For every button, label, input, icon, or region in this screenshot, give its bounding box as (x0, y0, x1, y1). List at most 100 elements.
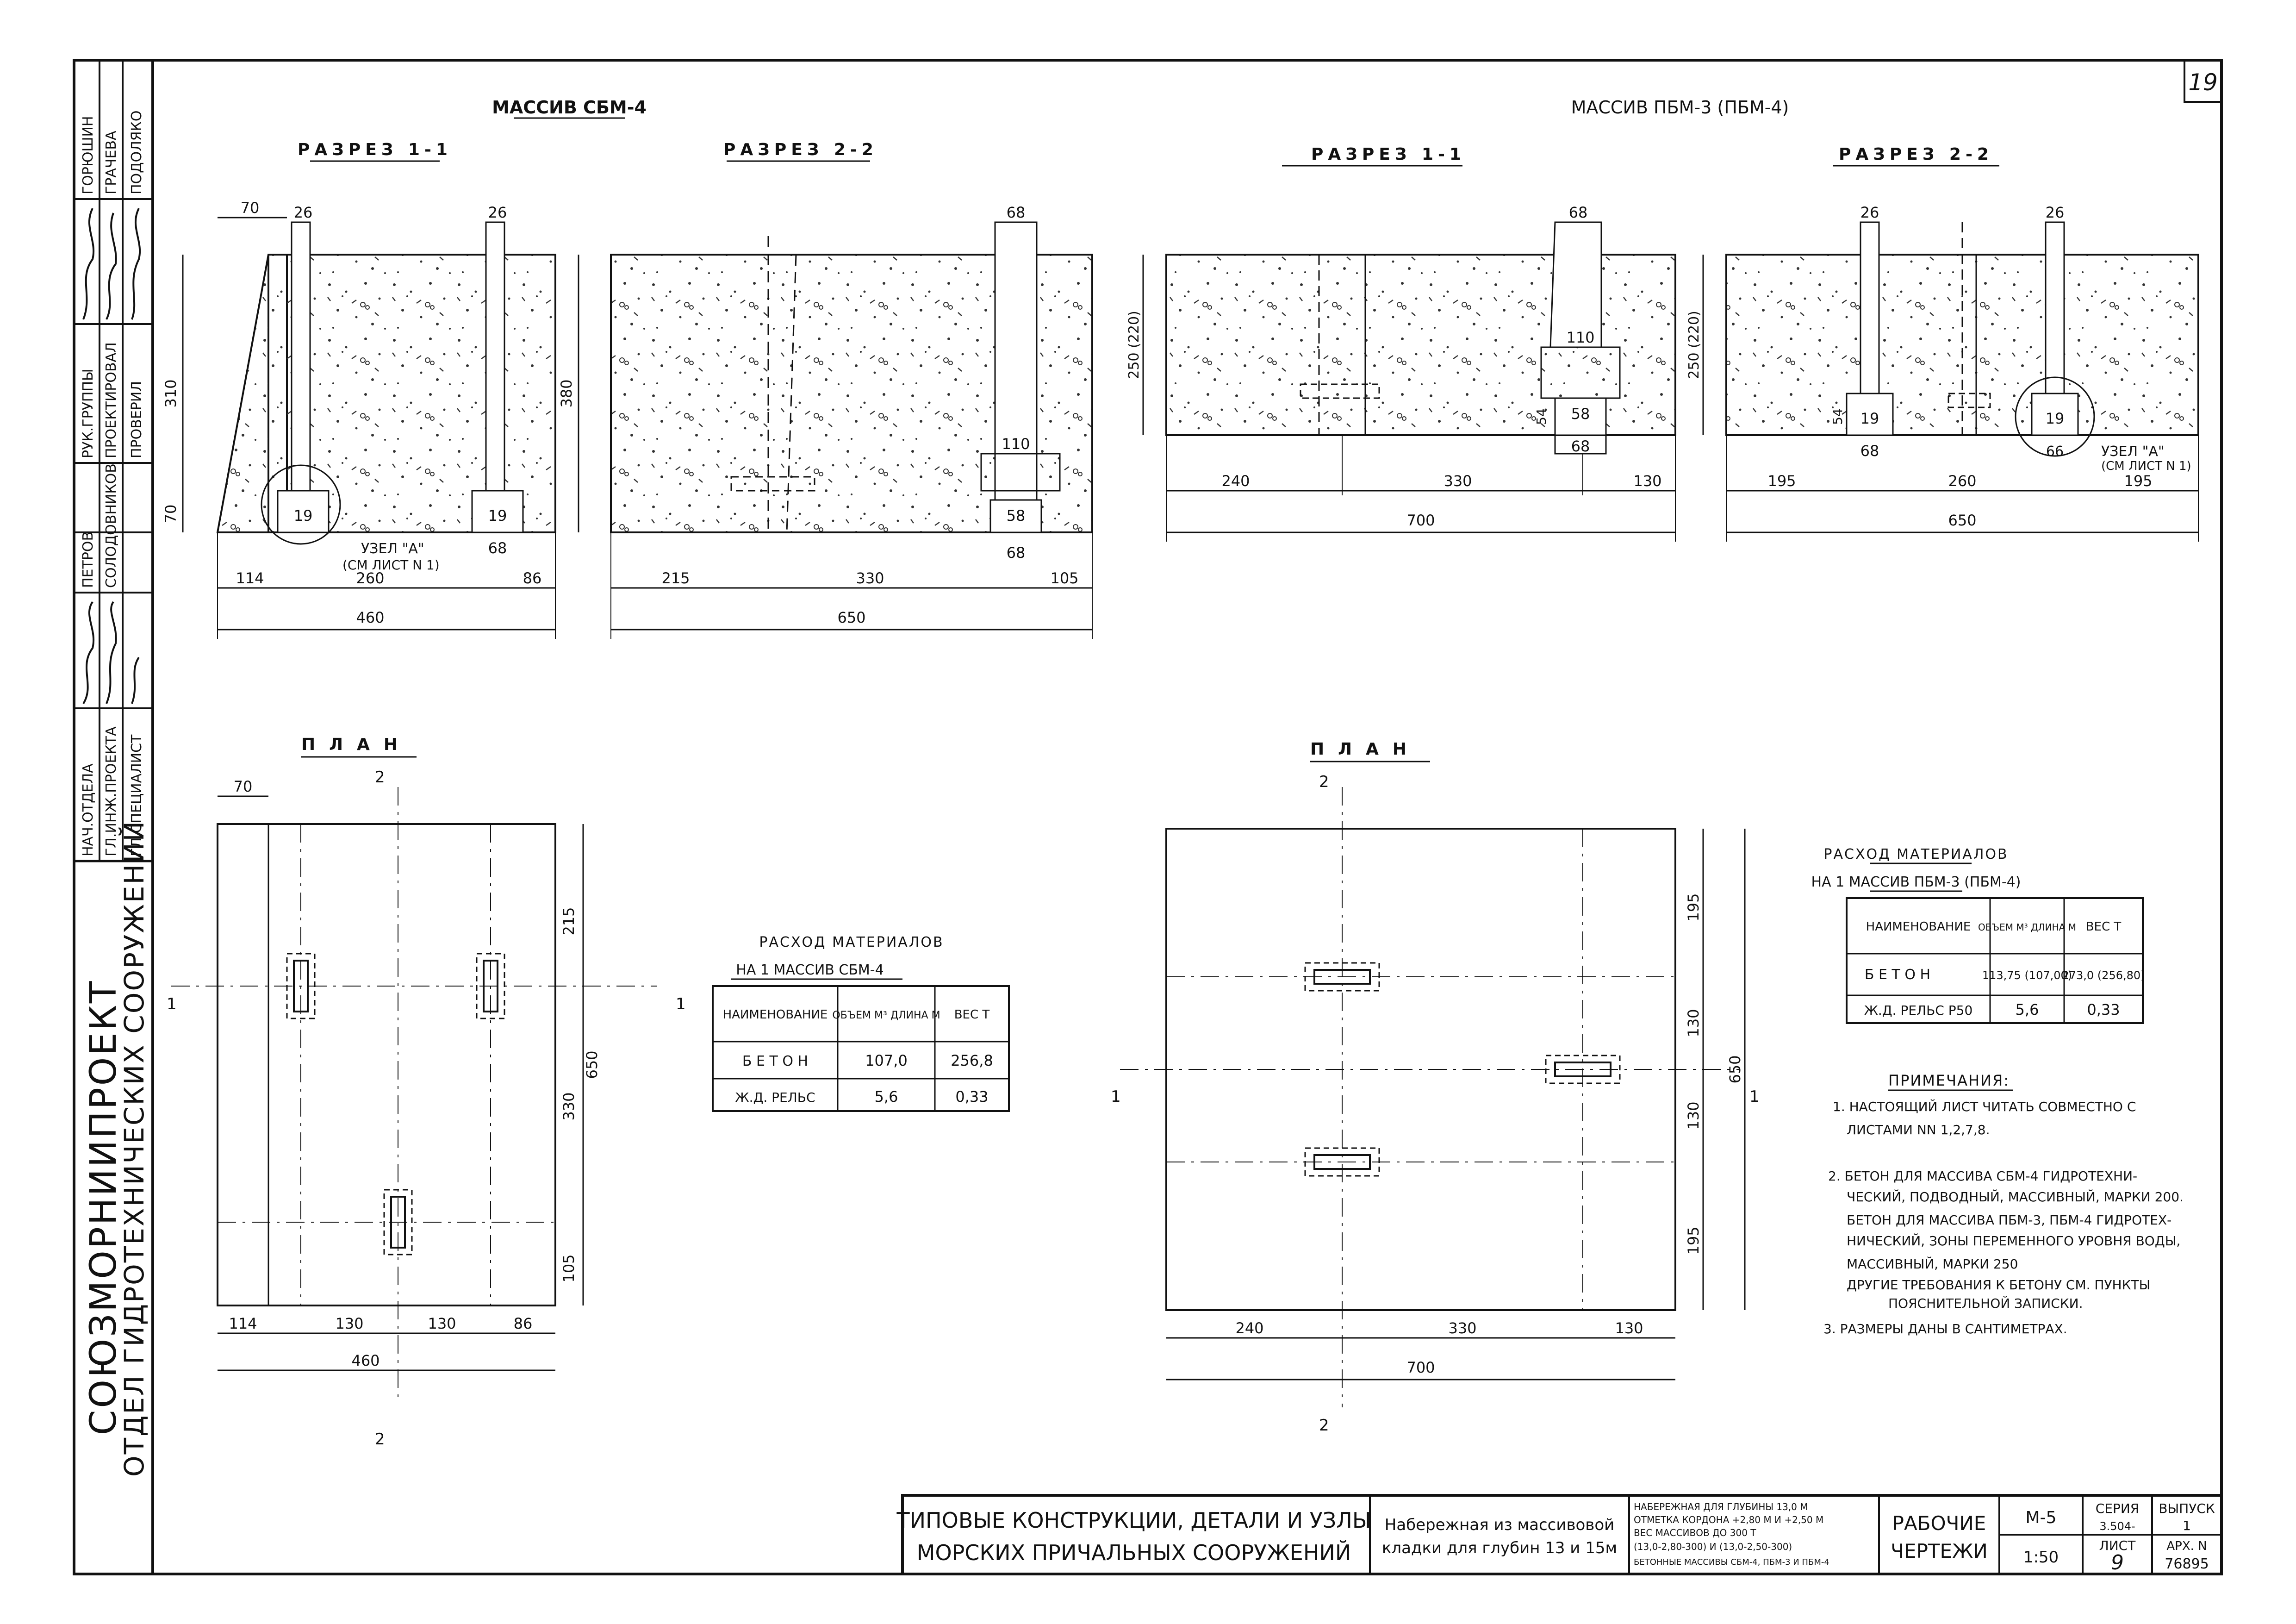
svg-text:86: 86 (523, 569, 542, 587)
svg-text:650: 650 (583, 1050, 601, 1079)
svg-text:380: 380 (558, 379, 575, 407)
svg-text:Б Е Т О Н: Б Е Т О Н (1865, 967, 1930, 983)
pbm-cut-2-top: 2 (1319, 773, 1329, 791)
pbm-cut-1-left: 1 (1111, 1087, 1121, 1106)
name-petrov: ПЕТРОВ (80, 531, 96, 588)
svg-text:ПЛАН: ПЛАН (1310, 740, 1420, 759)
svg-text:РАСХОД МАТЕРИАЛОВ: РАСХОД МАТЕРИАЛОВ (1823, 846, 2008, 862)
svg-text:ПРИМЕЧАНИЯ:: ПРИМЕЧАНИЯ: (1888, 1072, 2010, 1089)
title-stage-1: РАБОЧИЕ (1892, 1512, 1986, 1535)
svg-text:9: 9 (2111, 1551, 2124, 1574)
svg-text:330: 330 (1444, 472, 1472, 490)
org-dept: ОТДЕЛ ГИДРОТЕХНИЧЕСКИХ СООРУЖЕНИЙ (118, 820, 150, 1477)
svg-text:Ж.Д. РЕЛЬС: Ж.Д. РЕЛЬС (735, 1090, 815, 1105)
svg-text:70: 70 (234, 778, 253, 795)
svg-text:БЕТОННЫЕ МАССИВЫ СБМ-4, ПБМ-3: БЕТОННЫЕ МАССИВЫ СБМ-4, ПБМ-3 И ПБМ-4 (1634, 1557, 1829, 1567)
svg-text:1: 1 (2183, 1518, 2191, 1533)
svg-text:РАЗРЕЗ 1-1: РАЗРЕЗ 1-1 (1311, 145, 1466, 164)
svg-text:250 (220): 250 (220) (1686, 311, 1702, 379)
svg-text:НАИМЕНОВАНИЕ: НАИМЕНОВАНИЕ (1866, 920, 1971, 934)
svg-text:460: 460 (351, 1352, 380, 1369)
sheet-number-box (2184, 59, 2222, 103)
svg-text:МАССИВНЫЙ, МАРКИ 250: МАССИВНЫЙ, МАРКИ 250 (1847, 1256, 2018, 1272)
svg-text:ВЕС МАССИВОВ ДО 300 Т: ВЕС МАССИВОВ ДО 300 Т (1634, 1527, 1756, 1538)
svg-text:700: 700 (1406, 512, 1435, 529)
svg-text:113,75 (107,00): 113,75 (107,00) (1982, 969, 2072, 982)
svg-text:70: 70 (241, 199, 260, 217)
svg-text:310: 310 (162, 379, 180, 407)
sbm-cut-2-top: 2 (375, 768, 385, 787)
svg-text:195: 195 (2124, 472, 2152, 490)
svg-text:68: 68 (1007, 204, 1026, 221)
table-sbm: РАСХОД МАТЕРИАЛОВ НА 1 МАССИВ СБМ-4 НАИМ… (712, 934, 1010, 1112)
title-scale: 1:50 (2023, 1548, 2059, 1567)
svg-text:2. БЕТОН ДЛЯ МАССИВА СБМ-4 ГИД: 2. БЕТОН ДЛЯ МАССИВА СБМ-4 ГИДРОТЕХНИ- (1828, 1168, 2137, 1184)
svg-text:105: 105 (1050, 569, 1078, 587)
svg-text:110: 110 (1566, 329, 1594, 346)
svg-text:26: 26 (1860, 204, 1879, 221)
svg-text:700: 700 (1406, 1359, 1435, 1376)
svg-text:68: 68 (1860, 442, 1879, 460)
svg-text:130: 130 (428, 1315, 456, 1332)
svg-text:130: 130 (1633, 472, 1661, 490)
role-group-lead: РУК.ГРУППЫ (80, 369, 96, 458)
title-stage-2: ЧЕРТЕЖИ (1891, 1540, 1988, 1562)
pbm-plan: ПЛАН 195 130 130 195 650 240 330 130 700… (1111, 740, 1760, 1435)
svg-text:130: 130 (1615, 1319, 1643, 1337)
signature-3 (131, 208, 141, 320)
svg-text:НИЧЕСКИЙ, ЗОНЫ ПЕРЕМЕННОГО УРО: НИЧЕСКИЙ, ЗОНЫ ПЕРЕМЕННОГО УРОВНЯ ВОДЫ, (1847, 1233, 2180, 1249)
svg-text:240: 240 (1235, 1319, 1263, 1337)
svg-text:68: 68 (1007, 544, 1026, 562)
svg-text:19: 19 (2046, 410, 2065, 427)
sbm-sec22-title: РАЗРЕЗ 2-2 (723, 140, 878, 159)
pbm-node-ref: (СМ ЛИСТ N 1) (2101, 459, 2191, 473)
name-goryushin: ГОРЮШИН (80, 116, 96, 194)
svg-text:БЕТОН ДЛЯ МАССИВА ПБМ-3, ПБМ-4: БЕТОН ДЛЯ МАССИВА ПБМ-3, ПБМ-4 ГИДРОТЕХ- (1847, 1212, 2172, 1228)
svg-text:ВЫПУСК: ВЫПУСК (2159, 1501, 2215, 1516)
name-solodovnikov: СОЛОДОВНИКОВ (103, 463, 119, 588)
signature-1 (82, 208, 95, 320)
svg-text:250 (220): 250 (220) (1126, 311, 1142, 379)
svg-text:215: 215 (661, 569, 690, 587)
sheet-number: 19 (2188, 69, 2218, 96)
svg-text:НАБЕРЕЖНАЯ ДЛЯ ГЛУБИНЫ 13,0 М: НАБЕРЕЖНАЯ ДЛЯ ГЛУБИНЫ 13,0 М (1634, 1501, 1808, 1512)
signature-block: НАЧ.ОТДЕЛА ГЛ.ИНЖ.ПРОЕКТА ГЛ.СПЕЦИАЛИСТ … (74, 60, 153, 1477)
svg-text:86: 86 (514, 1315, 533, 1332)
sbm-plan-title: ПЛАН (301, 735, 411, 754)
svg-text:195: 195 (1685, 1226, 1702, 1255)
sbm-node-label: УЗЕЛ "А" (361, 541, 424, 557)
svg-text:330: 330 (1448, 1319, 1476, 1337)
svg-text:330: 330 (560, 1092, 578, 1120)
svg-text:260: 260 (356, 569, 384, 587)
svg-text:130: 130 (1685, 1009, 1702, 1037)
sbm-plan: ПЛАН 70 215 330 105 650 114 130 130 86 4… (167, 735, 686, 1449)
svg-text:НА 1 МАССИВ ПБМ-3 (ПБМ-4): НА 1 МАССИВ ПБМ-3 (ПБМ-4) (1811, 874, 2021, 890)
svg-text:ОБЪЕМ М³ ДЛИНА М: ОБЪЕМ М³ ДЛИНА М (1978, 922, 2076, 933)
svg-text:195: 195 (1685, 893, 1702, 921)
svg-text:215: 215 (560, 907, 578, 935)
svg-text:(13,0-2,80-300) И (13,0-2,50-3: (13,0-2,80-300) И (13,0-2,50-300) (1634, 1541, 1792, 1552)
svg-text:26: 26 (294, 204, 313, 221)
svg-text:РАЗРЕЗ 2-2: РАЗРЕЗ 2-2 (1839, 145, 1993, 164)
svg-text:58: 58 (1571, 405, 1590, 423)
signature-6 (131, 656, 140, 704)
svg-text:РАСХОД МАТЕРИАЛОВ: РАСХОД МАТЕРИАЛОВ (759, 934, 944, 950)
svg-text:ДРУГИЕ ТРЕБОВАНИЯ К БЕТОНУ СМ.: ДРУГИЕ ТРЕБОВАНИЯ К БЕТОНУ СМ. ПУНКТЫ (1847, 1277, 2150, 1293)
svg-text:650: 650 (1948, 512, 1976, 529)
signature-2 (106, 212, 117, 320)
role-checker: ПРОВЕРИЛ (129, 381, 145, 458)
pbm-section-1-1: РАЗРЕЗ 1-1 68 250 (220) 110 54 58 68 240… (1126, 145, 1676, 542)
signature-4 (82, 601, 95, 705)
svg-text:0,33: 0,33 (955, 1088, 988, 1106)
svg-text:260: 260 (1948, 472, 1976, 490)
sbm-cut-2-bottom: 2 (375, 1430, 385, 1449)
svg-text:Б Е Т О Н: Б Е Т О Н (742, 1053, 808, 1069)
svg-text:ЛИСТАМИ NN 1,2,7,8.: ЛИСТАМИ NN 1,2,7,8. (1847, 1122, 1990, 1137)
svg-text:19: 19 (294, 507, 313, 525)
svg-text:273,0 (256,80): 273,0 (256,80) (2062, 969, 2145, 982)
svg-text:ВЕС Т: ВЕС Т (2086, 920, 2122, 934)
svg-text:26: 26 (2046, 204, 2065, 221)
svg-text:650: 650 (1726, 1055, 1744, 1083)
svg-text:70: 70 (162, 505, 180, 524)
org-name: СОЮЗМОРНИИПРОЕКТ (83, 979, 124, 1435)
